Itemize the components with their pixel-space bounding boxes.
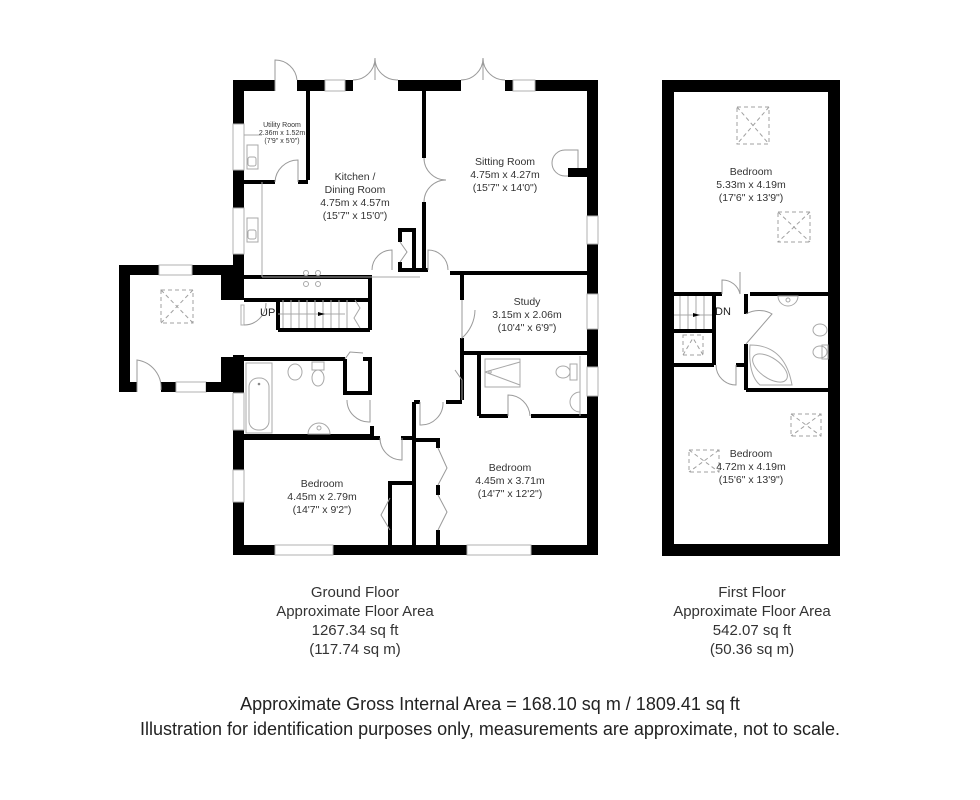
ground-room-labels: Utility Room 2.36m x 1.52m (7'9" x 5'0")…	[259, 122, 562, 516]
room-metric-sitting: 4.75m x 4.27m	[470, 169, 540, 181]
room-metric-bedroom-top: 5.33m x 4.19m	[716, 179, 786, 191]
ground-floor-sqm: (117.74 sq m)	[309, 641, 401, 658]
room-metric-utility: 2.36m x 1.52m	[259, 130, 305, 137]
room-imperial-utility: (7'9" x 5'0")	[264, 138, 299, 145]
ground-stairs	[278, 299, 361, 329]
first-floor-plan: Bedroom 5.33m x 4.19m (17'6" x 13'9") Be…	[662, 80, 840, 556]
first-internal-walls	[674, 292, 828, 392]
first-floor-caption: First Floor Approximate Floor Area 542.0…	[647, 583, 857, 659]
ground-floor-caption: Ground Floor Approximate Floor Area 1267…	[250, 583, 460, 659]
room-imperial-bedroom-right: (14'7" x 12'2")	[478, 488, 543, 500]
room-name-bedroom-right: Bedroom	[489, 462, 532, 474]
room-name-kitchen-line2: Dining Room	[325, 184, 386, 196]
room-name-bedroom-left: Bedroom	[301, 478, 344, 490]
room-imperial-bedroom-top: (17'6" x 13'9")	[719, 192, 784, 204]
disclaimer-text: Illustration for identification purposes…	[139, 719, 841, 739]
room-metric-kitchen: 4.75m x 4.57m	[320, 197, 390, 209]
room-imperial-bedroom-bottom: (15'6" x 13'9")	[719, 474, 784, 486]
room-name-bedroom-bottom: Bedroom	[730, 448, 773, 460]
room-name-bedroom-top: Bedroom	[730, 166, 773, 178]
room-imperial-bedroom-left: (14'7" x 9'2")	[293, 504, 352, 516]
first-floor-subtitle: Approximate Floor Area	[673, 603, 831, 620]
room-metric-study: 3.15m x 2.06m	[492, 309, 562, 321]
room-imperial-sitting: (15'7" x 14'0")	[473, 182, 538, 194]
ground-doors	[136, 57, 579, 531]
first-outer-walls	[662, 80, 840, 556]
stair-up-label: UP	[260, 307, 275, 319]
first-room-labels: Bedroom 5.33m x 4.19m (17'6" x 13'9") Be…	[715, 166, 786, 486]
stair-down-label: DN	[715, 306, 731, 318]
room-imperial-kitchen: (15'7" x 15'0")	[323, 210, 388, 222]
first-floor-title: First Floor	[718, 584, 786, 601]
ground-floor-plan: Utility Room 2.36m x 1.52m (7'9" x 5'0")…	[119, 57, 599, 556]
first-floor-sqft: 542.07 sq ft	[712, 622, 792, 639]
room-metric-bedroom-bottom: 4.72m x 4.19m	[716, 461, 786, 473]
room-name-kitchen-line1: Kitchen /	[335, 171, 376, 183]
ground-floor-title: Ground Floor	[310, 584, 400, 601]
ground-outer-walls	[119, 79, 599, 556]
room-imperial-study: (10'4" x 6'9")	[498, 322, 557, 334]
ground-floor-subtitle: Approximate Floor Area	[276, 603, 434, 620]
room-metric-bedroom-left: 4.45m x 2.79m	[287, 491, 357, 503]
ground-fixtures	[160, 134, 587, 435]
first-doors	[715, 272, 773, 386]
ground-floor-sqft: 1267.34 sq ft	[311, 622, 399, 639]
gross-area-text: Approximate Gross Internal Area = 168.10…	[240, 694, 740, 714]
room-name-study: Study	[514, 296, 542, 308]
room-name-sitting: Sitting Room	[475, 156, 535, 168]
room-metric-bedroom-right: 4.45m x 3.71m	[475, 475, 545, 487]
first-fixtures	[674, 106, 829, 473]
first-floor-sqm: (50.36 sq m)	[709, 641, 795, 658]
room-name-utility: Utility Room	[263, 122, 301, 129]
